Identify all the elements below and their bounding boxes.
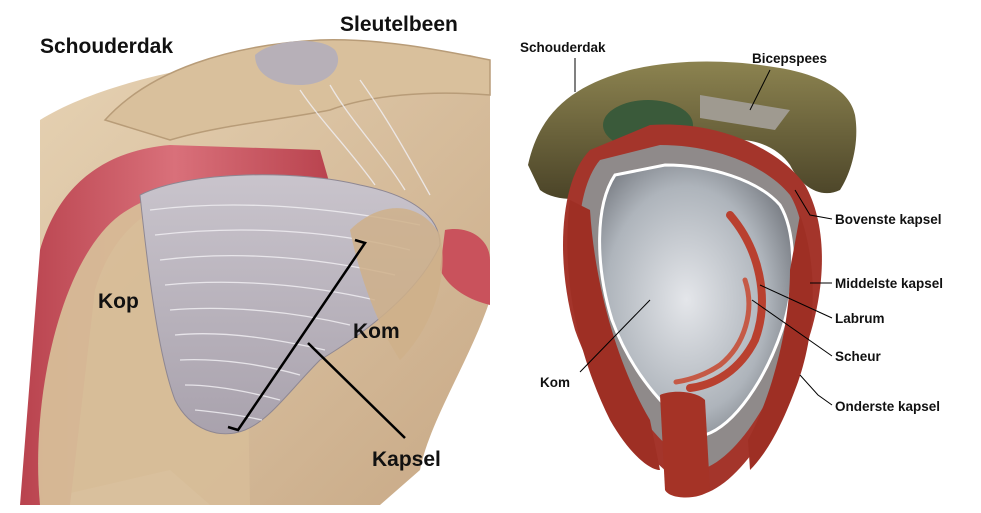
label-schouderdak-right: Schouderdak <box>520 40 606 55</box>
label-scheur: Scheur <box>835 349 882 364</box>
label-sleutelbeen: Sleutelbeen <box>340 13 458 36</box>
leader-onderste-kapsel <box>800 375 832 405</box>
label-kapsel: Kapsel <box>372 448 441 471</box>
label-onderste-kapsel: Onderste kapsel <box>835 399 940 414</box>
left-illustration: Schouderdak Sleutelbeen Kop Kom Kapsel <box>20 13 490 505</box>
label-bovenste-kapsel: Bovenste kapsel <box>835 212 942 227</box>
label-bicepspees: Bicepspees <box>752 51 827 66</box>
label-middelste-kapsel: Middelste kapsel <box>835 276 943 291</box>
label-labrum: Labrum <box>835 311 885 326</box>
label-kom-right: Kom <box>540 375 570 390</box>
lower-muscle-center <box>660 392 710 498</box>
right-illustration: Schouderdak Bicepspees Bovenste kapsel M… <box>520 40 943 498</box>
label-kop: Kop <box>98 290 139 313</box>
label-kom-left: Kom <box>353 320 400 343</box>
label-schouderdak-left: Schouderdak <box>40 35 173 58</box>
